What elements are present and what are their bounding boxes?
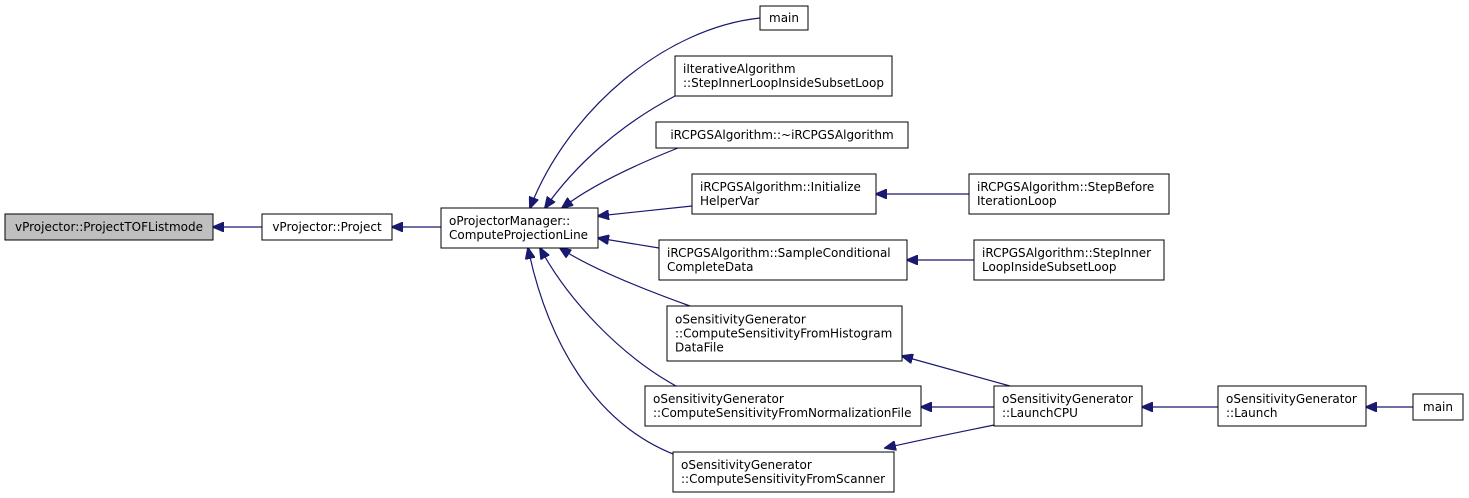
- node-label-sens-launch-cpu-line-1: oSensitivityGenerator: [1002, 392, 1133, 406]
- node-box-project: [261, 213, 393, 241]
- node-rcpgs-step-inner[interactable]: iRCPGSAlgorithm::StepInnerLoopInsideSubs…: [973, 239, 1165, 281]
- node-iterative-step-inner[interactable]: iIterativeAlgorithm::StepInnerLoopInside…: [674, 55, 893, 97]
- node-box-sens-normalization: [644, 385, 922, 427]
- node-sens-histogram[interactable]: oSensitivityGenerator::ComputeSensitivit…: [666, 305, 903, 362]
- node-label-compute-projection-line-line-2: ComputeProjectionLine: [449, 228, 588, 242]
- node-label-rcpgs-step-inner-line-2: LoopInsideSubsetLoop: [982, 260, 1116, 274]
- node-sens-scanner[interactable]: oSensitivityGenerator::ComputeSensitivit…: [672, 451, 895, 493]
- node-label-project-line-1: vProjector::Project: [272, 220, 382, 234]
- node-label-sens-launch-line-1: oSensitivityGenerator: [1226, 392, 1357, 406]
- node-sens-normalization[interactable]: oSensitivityGenerator::ComputeSensitivit…: [644, 385, 922, 427]
- node-box-project-tof-listmode: [4, 213, 214, 241]
- edge-sens-launch-cpu-to-sens-scanner: [885, 424, 995, 448]
- node-label-rcpgs-destructor-line-1: iRCPGSAlgorithm::~iRCPGSAlgorithm: [670, 128, 893, 142]
- edge-sens-scanner-to-compute-projection-line: [528, 248, 691, 461]
- node-label-main-top-line-1: main: [769, 11, 799, 25]
- node-main-right[interactable]: main: [1412, 393, 1464, 421]
- node-label-main-right-line-1: main: [1423, 400, 1453, 414]
- node-box-main-right: [1412, 393, 1464, 421]
- node-label-rcpgs-step-before-line-1: iRCPGSAlgorithm::StepBefore: [977, 180, 1154, 194]
- node-label-rcpgs-sample-line-1: iRCPGSAlgorithm::SampleConditional: [667, 246, 891, 260]
- node-main-top[interactable]: main: [759, 5, 809, 31]
- edge-rcpgs-initialize-to-compute-projection-line: [598, 205, 693, 216]
- node-box-compute-projection-line: [440, 207, 599, 249]
- node-label-rcpgs-initialize-line-2: HelperVar: [700, 194, 759, 208]
- node-project-tof-listmode[interactable]: vProjector::ProjectTOFListmode: [4, 213, 214, 241]
- node-sens-launch[interactable]: oSensitivityGenerator::Launch: [1217, 385, 1367, 427]
- node-box-rcpgs-step-inner: [973, 239, 1165, 281]
- node-box-iterative-step-inner: [674, 55, 893, 97]
- node-label-sens-launch-line-2: ::Launch: [1226, 406, 1278, 420]
- node-box-rcpgs-initialize: [691, 173, 877, 215]
- node-label-rcpgs-step-inner-line-1: iRCPGSAlgorithm::StepInner: [982, 246, 1151, 260]
- node-label-rcpgs-sample-line-2: CompleteData: [667, 260, 753, 274]
- node-label-rcpgs-initialize-line-1: iRCPGSAlgorithm::Initialize: [700, 180, 861, 194]
- node-box-rcpgs-destructor: [655, 121, 909, 149]
- edges-layer: [213, 17, 1413, 461]
- edge-sens-normalization-to-compute-projection-line: [540, 248, 677, 387]
- node-label-rcpgs-step-before-line-2: IterationLoop: [977, 194, 1057, 208]
- node-rcpgs-destructor[interactable]: iRCPGSAlgorithm::~iRCPGSAlgorithm: [655, 121, 909, 149]
- node-label-iterative-step-inner-line-2: ::StepInnerLoopInsideSubsetLoop: [683, 76, 884, 90]
- node-label-compute-projection-line-line-1: oProjectorManager::: [449, 214, 570, 228]
- node-box-sens-histogram: [666, 305, 903, 362]
- node-box-rcpgs-sample: [658, 239, 908, 281]
- edge-sens-launch-cpu-to-sens-histogram: [902, 356, 1011, 387]
- node-label-sens-launch-cpu-line-2: ::LaunchCPU: [1002, 406, 1078, 420]
- edge-sens-histogram-to-compute-projection-line: [560, 248, 691, 307]
- node-label-iterative-step-inner-line-1: iIterativeAlgorithm: [683, 62, 796, 76]
- node-label-sens-normalization-line-1: oSensitivityGenerator: [653, 392, 784, 406]
- node-label-sens-histogram-line-3: DataFile: [675, 341, 724, 355]
- node-sens-launch-cpu[interactable]: oSensitivityGenerator::LaunchCPU: [993, 385, 1143, 427]
- edge-rcpgs-sample-to-compute-projection-line: [598, 238, 660, 249]
- node-label-sens-normalization-line-2: ::ComputeSensitivityFromNormalizationFil…: [653, 406, 911, 420]
- node-box-rcpgs-step-before: [968, 173, 1170, 215]
- nodes-layer: vProjector::ProjectTOFListmode vProjector…: [4, 5, 1464, 493]
- node-box-main-top: [759, 5, 809, 31]
- node-label-sens-scanner-line-1: oSensitivityGenerator: [681, 458, 812, 472]
- node-box-sens-scanner: [672, 451, 895, 493]
- node-compute-projection-line[interactable]: oProjectorManager::ComputeProjectionLine: [440, 207, 599, 249]
- node-label-sens-histogram-line-1: oSensitivityGenerator: [675, 313, 806, 327]
- edge-iterative-step-inner-to-compute-projection-line: [545, 95, 676, 208]
- node-rcpgs-sample[interactable]: iRCPGSAlgorithm::SampleConditionalComple…: [658, 239, 908, 281]
- node-label-sens-scanner-line-2: ::ComputeSensitivityFromScanner: [681, 472, 885, 486]
- node-label-project-tof-listmode-line-1: vProjector::ProjectTOFListmode: [15, 220, 203, 234]
- node-box-sens-launch: [1217, 385, 1367, 427]
- node-project[interactable]: vProjector::Project: [261, 213, 393, 241]
- node-label-sens-histogram-line-2: ::ComputeSensitivityFromHistogram: [675, 327, 892, 341]
- edge-main-top-to-compute-projection-line: [530, 17, 761, 208]
- edge-rcpgs-destructor-to-compute-projection-line: [562, 147, 679, 208]
- node-box-sens-launch-cpu: [993, 385, 1143, 427]
